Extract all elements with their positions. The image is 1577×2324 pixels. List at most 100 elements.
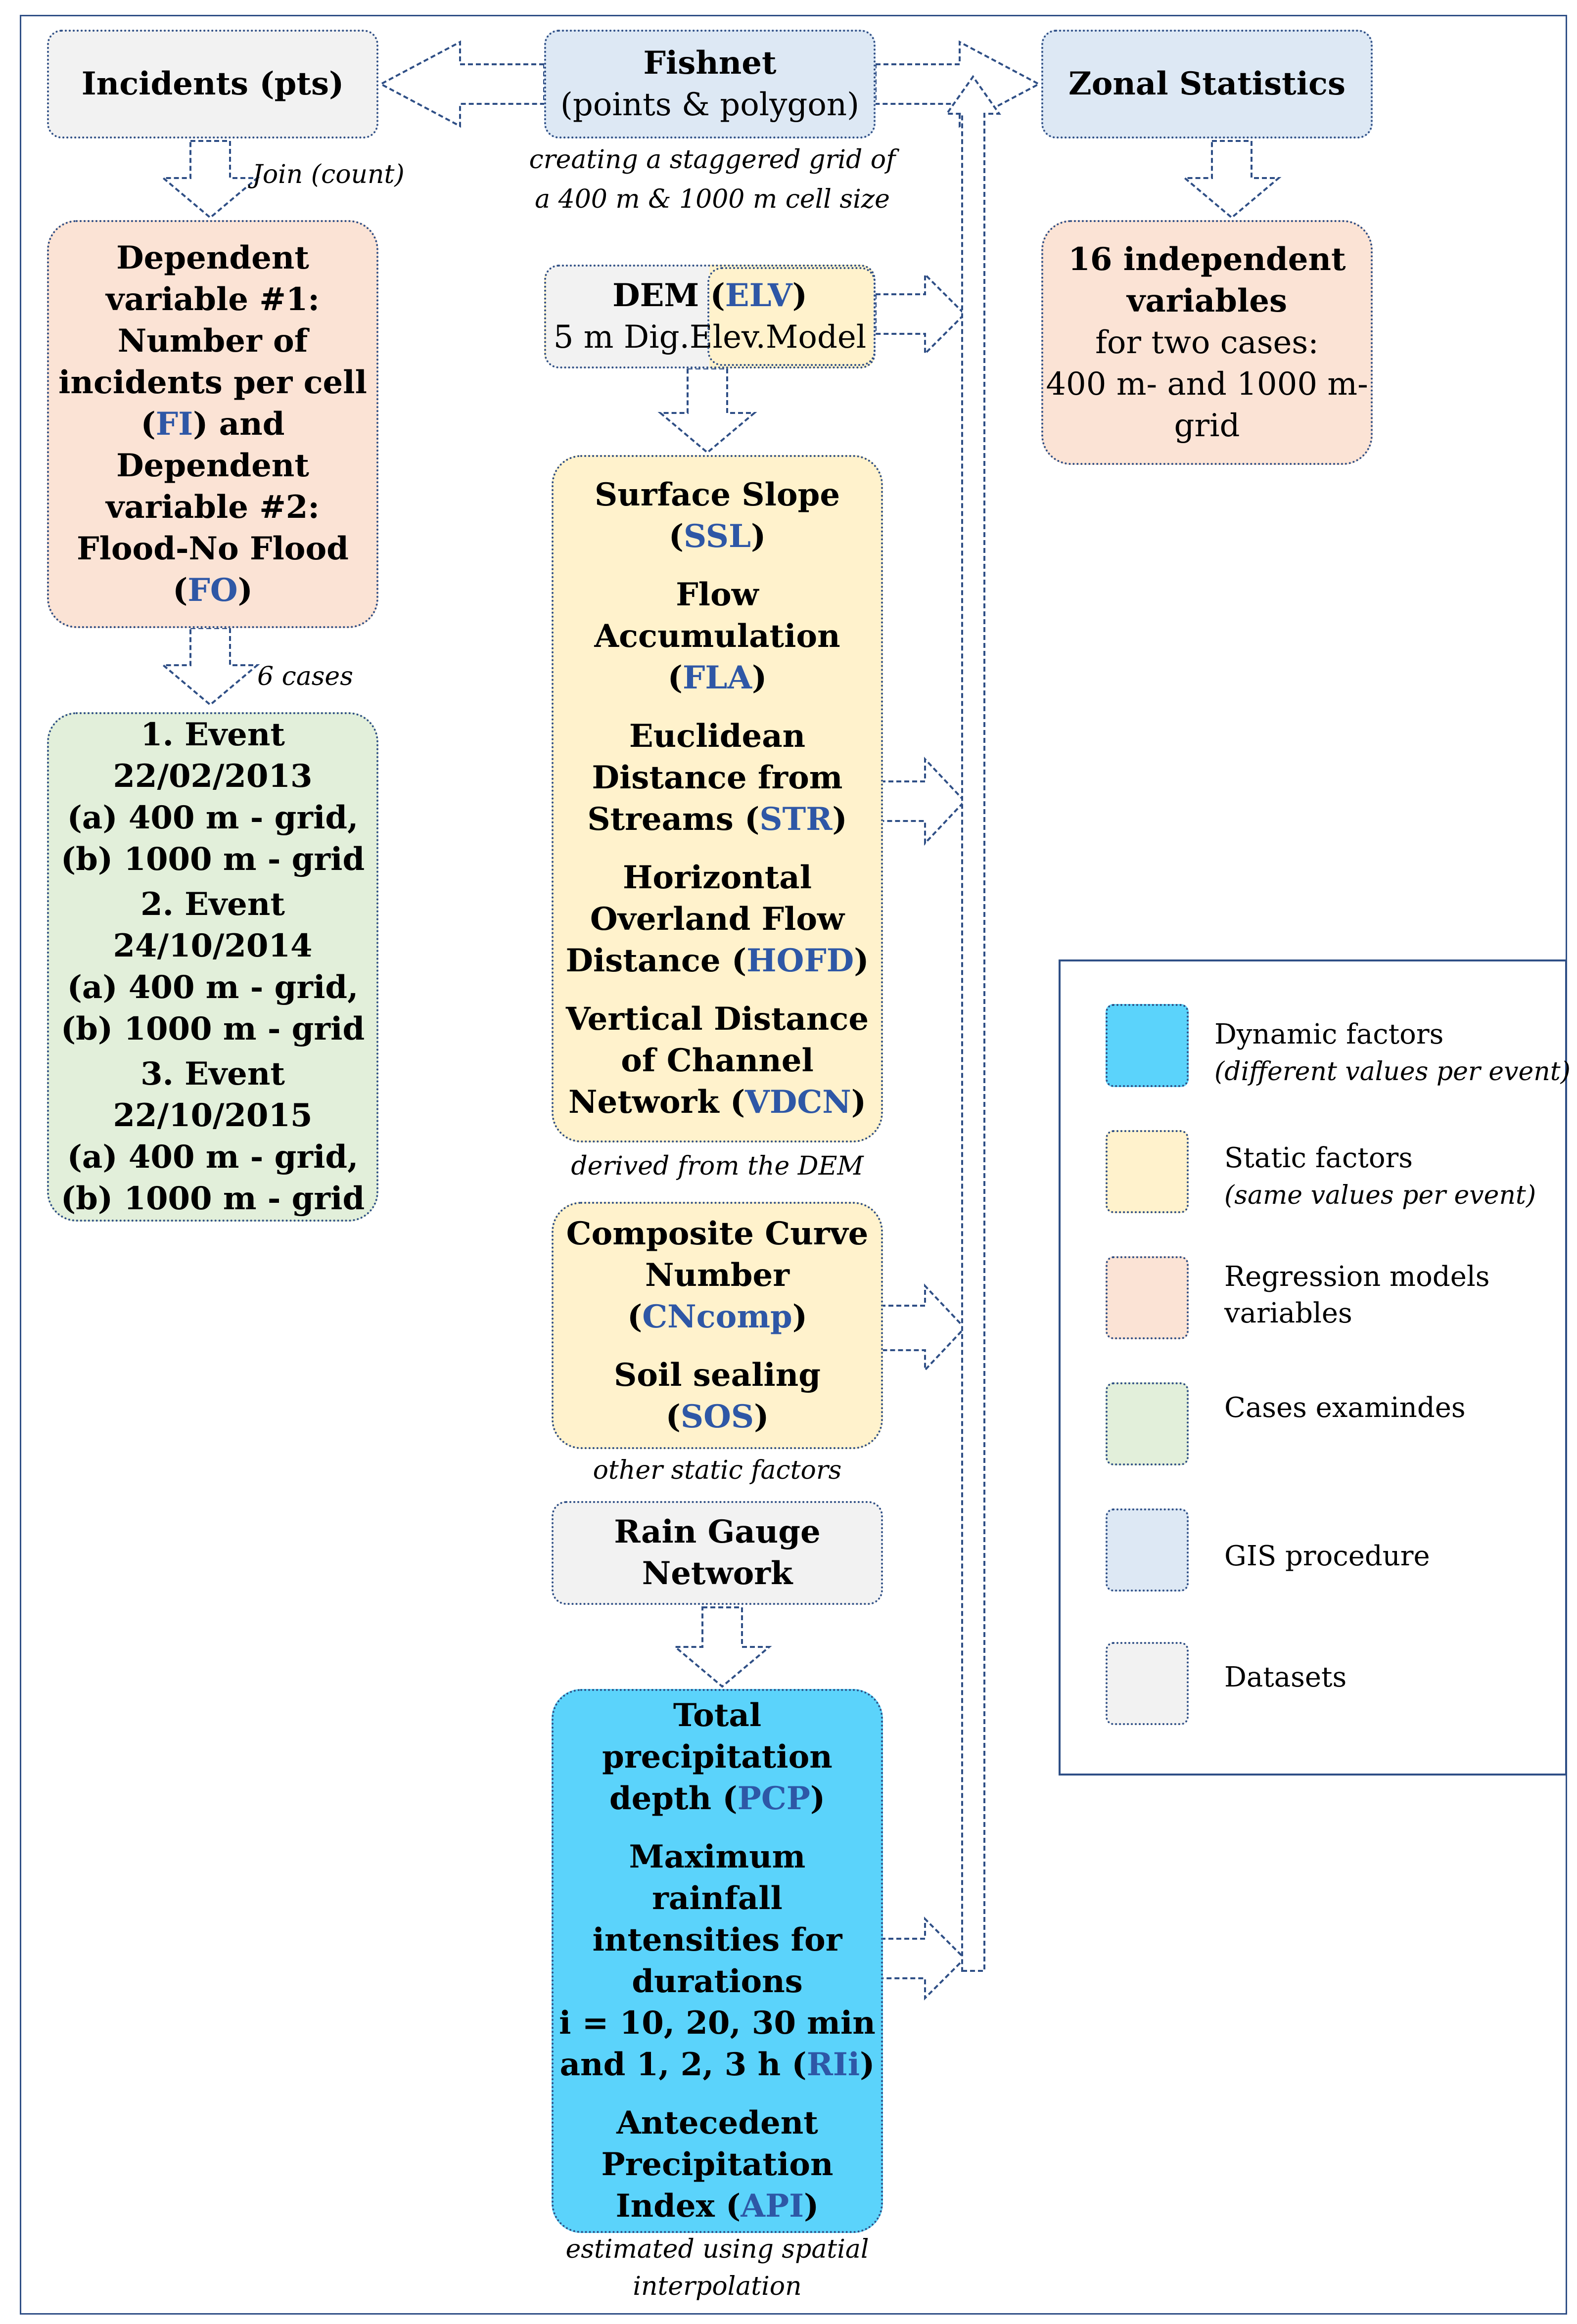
dynamic-factors-box: Total precipitation depth (PCP) Maximum …: [552, 1689, 883, 2233]
paren: ): [752, 659, 767, 696]
factor-code-line: Index (API): [616, 2186, 819, 2227]
arrow-dependent-to-events: [160, 627, 260, 706]
event-title: 2. Event 24/10/2014: [113, 886, 313, 964]
factor-code-line: depth (PCP): [609, 1778, 825, 1820]
paren: (: [627, 1298, 643, 1335]
code-hofd: HOFD: [746, 942, 854, 979]
dem-subtitle: 5 m Dig.Elev.Model: [553, 319, 867, 356]
paren: ): [754, 1398, 769, 1435]
paren: ): [792, 277, 807, 314]
factor-name: of Channel: [621, 1042, 814, 1079]
factor-name: Index (: [615, 2187, 741, 2225]
factor-code-line: (SSL): [669, 516, 766, 557]
arrow-dynamic-to-collector: [880, 1916, 966, 2001]
code-elv: ELV: [725, 277, 792, 314]
legend-label-dynamic: Dynamic factors (different values per eve…: [1214, 1016, 1571, 1090]
independent-line: grid: [1174, 407, 1240, 444]
factor-name: Distance from: [592, 759, 843, 796]
rain-gauge-line: Rain Gauge: [614, 1513, 821, 1550]
zonal-statistics-box: Zonal Statistics: [1041, 30, 1373, 138]
rain-gauge-box: Rain Gauge Network: [552, 1501, 883, 1605]
legend-swatch-datasets: [1106, 1642, 1189, 1725]
dependent-line: variable #1:: [106, 280, 320, 318]
factor-name: depth (: [609, 1780, 738, 1817]
factor-name: Euclidean: [629, 718, 806, 755]
dem-box: DEM (ELV) 5 m Dig.Elev.Model: [544, 265, 876, 368]
code-fi: FI: [155, 405, 193, 443]
code-fla: FLA: [682, 659, 752, 696]
event-grid: (b) 1000 m - grid: [60, 1180, 365, 1217]
factor-code-line: Network (VDCN): [568, 1082, 866, 1123]
factor-name: Network (: [568, 1084, 745, 1121]
join-note: Join (count): [252, 160, 405, 189]
fishnet-subtitle: (points & polygon): [560, 87, 860, 123]
dependent-fo-line: (FO): [173, 570, 253, 611]
factor-code-line: (CNcomp): [627, 1296, 807, 1338]
legend-text: Regression models: [1224, 1261, 1490, 1293]
dem-derived-factors-box: Surface Slope (SSL) Flow Accumulation (F…: [552, 455, 883, 1142]
paren: (: [140, 405, 156, 443]
paren: ): [751, 518, 766, 555]
factor-code-line: Distance (HOFD): [565, 940, 869, 982]
incidents-box: Incidents (pts): [47, 30, 378, 138]
paren: ): [854, 942, 869, 979]
legend-label-cases: Cases examindes: [1224, 1390, 1466, 1426]
code-ssl: SSL: [683, 518, 751, 555]
rain-gauge-line: Network: [642, 1555, 793, 1592]
independent-variables-box: 16 independent variables for two cases: …: [1041, 220, 1373, 465]
dependent-variables-box: Dependent variable #1: Number of inciden…: [47, 220, 378, 628]
paren: (: [173, 571, 188, 609]
fishnet-title: Fishnet: [643, 45, 777, 82]
factor-code-line: (FLA): [668, 657, 767, 699]
paren: ): [792, 1298, 808, 1335]
legend-subtext: (different values per event): [1214, 1057, 1571, 1087]
independent-line: for two cases:: [1095, 324, 1319, 361]
paren: (: [665, 1398, 681, 1435]
arrow-dem-to-collector: [875, 272, 966, 356]
legend-label-gis: GIS procedure: [1224, 1538, 1430, 1575]
legend-swatch-gis: [1106, 1508, 1189, 1592]
factor-name: Vertical Distance: [565, 1001, 869, 1038]
arrow-rain-to-dynamic: [672, 1606, 772, 1688]
legend-swatch-cases: [1106, 1382, 1189, 1465]
factor-name: Maximum: [629, 1838, 806, 1875]
six-cases-note: 6 cases: [257, 662, 353, 691]
paren: (: [667, 659, 683, 696]
arrow-derived-to-collector: [880, 756, 966, 846]
code-api: API: [741, 2187, 804, 2225]
dependent-line: Flood-No Flood: [77, 530, 349, 567]
legend-swatch-regression: [1106, 1256, 1189, 1339]
legend-text: Dynamic factors: [1214, 1018, 1444, 1050]
event-grid: (a) 400 m - grid,: [67, 1139, 359, 1176]
legend-swatch-static: [1106, 1130, 1189, 1213]
code-cncomp: CNcomp: [642, 1298, 792, 1335]
factor-code-line: (SOS): [666, 1396, 769, 1438]
event-grid: (b) 1000 m - grid: [60, 841, 365, 878]
code-rii: RIi: [806, 2046, 860, 2083]
arrow-zonal-to-independent: [1182, 140, 1282, 219]
paren: ) and: [193, 405, 285, 443]
dependent-line: Dependent: [116, 239, 309, 276]
other-static-factors-box: Composite Curve Number (CNcomp) Soil sea…: [552, 1202, 883, 1449]
legend-swatch-dynamic: [1106, 1004, 1189, 1087]
arrow-fishnet-to-zonal: [875, 40, 1041, 128]
arrow-static-to-collector: [880, 1283, 966, 1373]
factor-name: i = 10, 20, 30 min: [559, 2005, 876, 2042]
arrow-dem-to-derived: [657, 367, 757, 454]
factor-name: Antecedent: [616, 2104, 818, 2142]
factor-name: Precipitation: [601, 2146, 834, 2183]
factor-name: Flow: [676, 576, 759, 613]
factor-name: Total: [673, 1697, 762, 1734]
legend-subtext: (same values per event): [1224, 1181, 1536, 1210]
legend-panel: [1059, 959, 1567, 1776]
event-grid: (a) 400 m - grid,: [67, 969, 359, 1006]
dependent-fi-line: (FI) and: [141, 404, 285, 445]
paren: ): [810, 1780, 826, 1817]
dem-label: DEM (: [612, 277, 725, 314]
arrow-fishnet-to-incidents: [378, 40, 545, 128]
paren: ): [237, 571, 253, 609]
legend-label-static: Static factors(same values per event): [1224, 1140, 1536, 1214]
dependent-line: Dependent: [116, 447, 309, 484]
